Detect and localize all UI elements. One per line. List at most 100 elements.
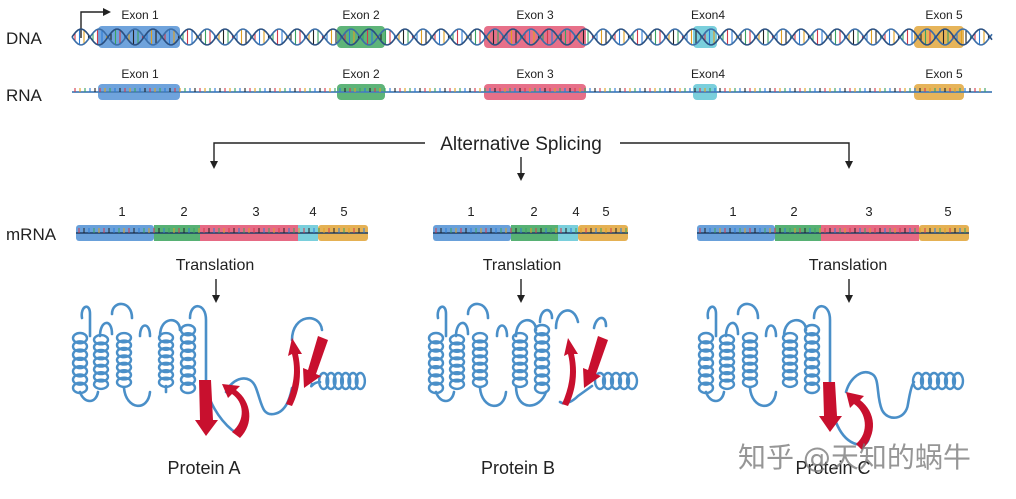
dna-exon-3-label: Exon 3 [516, 8, 554, 22]
alpha-helix-turn [427, 373, 445, 386]
protein-c-structure [697, 302, 965, 450]
alpha-helix-turn [427, 348, 445, 362]
alpha-helix-turn [617, 371, 631, 391]
alpha-helix-turn [71, 356, 89, 370]
alpha-helix-turn [741, 369, 759, 381]
rna-label: RNA [6, 86, 43, 105]
alpha-helix-turn [354, 371, 367, 391]
alpha-helix-turn [92, 333, 110, 346]
alpha-helix-turn [533, 365, 551, 378]
alpha-helix-turn [179, 332, 197, 345]
polypeptide-chain [434, 386, 508, 408]
alpha-helix-turn [448, 333, 466, 346]
alpha-helix-turn [427, 340, 445, 353]
alpha-helix-turn [92, 356, 110, 368]
mrna-c-bases [699, 228, 966, 233]
beta-strand-arrow [846, 392, 874, 450]
mrna-a-exon-4-label: 4 [309, 204, 316, 219]
transcription-start-arrowhead [103, 8, 111, 16]
dna-row: DNA Exon 1 Exon 2 Exon 3 Exon4 Exon 5 [6, 8, 993, 48]
alpha-helix-turn [697, 373, 715, 386]
alpha-helix-turn [803, 332, 821, 345]
mrna-a-exon-5-label: 5 [340, 204, 347, 219]
alpha-helix-turn [781, 339, 799, 351]
alpha-helix-turn [718, 363, 736, 376]
beta-strand-arrow [286, 338, 302, 406]
alpha-helix-turn [92, 363, 110, 376]
alpha-helix-turn [511, 369, 529, 381]
alpha-helix-turn [533, 323, 551, 337]
alpha-helix-turn [935, 371, 949, 391]
alpha-helix-turn [803, 340, 821, 353]
alpha-helix-turn [115, 331, 133, 344]
alpha-helix-turn [625, 371, 639, 391]
alpha-helix-turn [741, 346, 759, 359]
isoform-a-mrna: 1 2 3 4 5 [76, 204, 368, 241]
mrna-c-exon-1-label: 1 [729, 204, 736, 219]
translation-b-arrowhead [517, 295, 525, 303]
alpha-helix-turn [92, 371, 110, 383]
alpha-helix-turn [179, 356, 197, 370]
translation-a-arrowhead [212, 295, 220, 303]
alpha-helix-turn [803, 381, 821, 395]
alpha-helix-turn [533, 381, 551, 395]
alpha-helix-turn [471, 331, 489, 344]
mrna-c-exon-3-label: 3 [865, 204, 872, 219]
rna-exon-3-label: Exon 3 [516, 67, 554, 81]
alpha-helix-turn [781, 354, 799, 366]
alpha-helix-turn [115, 361, 133, 374]
alternative-splicing-label: Alternative Splicing [440, 134, 602, 155]
beta-strand-arrow [819, 382, 842, 432]
splicing-branch: Alternative Splicing [210, 134, 853, 181]
alpha-helix-turn [718, 348, 736, 361]
mrna-a-exon-1-label: 1 [118, 204, 125, 219]
alpha-helix-turn [533, 356, 551, 370]
alpha-helix-turn [951, 371, 965, 391]
polypeptide-chain [436, 302, 608, 407]
alpha-helix-turn [448, 378, 466, 391]
alpha-helix-turn [533, 340, 551, 353]
alpha-helix-turn [741, 361, 759, 374]
beta-strand-arrow [195, 380, 218, 436]
alpha-helix-turn [803, 356, 821, 370]
mrna-c-exon-2-label: 2 [790, 204, 797, 219]
alpha-helix-turn [511, 346, 529, 359]
alpha-helix-turn [471, 369, 489, 381]
mrna-b-exon-1-label: 1 [467, 204, 474, 219]
branch-line-left [213, 142, 425, 162]
alpha-helix-turn [325, 371, 337, 391]
alpha-helix-turn [427, 364, 445, 378]
translation-b-label: Translation [483, 257, 562, 274]
alpha-helix-turn [718, 356, 736, 368]
alpha-helix-turn [179, 340, 197, 353]
beta-strand-arrow [303, 336, 328, 388]
alpha-helix-turn [448, 348, 466, 361]
branch-arrowhead-right [845, 161, 853, 169]
alpha-helix-turn [115, 346, 133, 359]
alpha-helix-turn [317, 371, 330, 391]
polypeptide-chain [78, 384, 168, 408]
polypeptide-chain [704, 386, 778, 408]
dna-exon-1-box [98, 26, 180, 48]
alpha-helix-turn [71, 348, 89, 362]
alpha-helix-turn [781, 369, 799, 381]
alpha-helix-turn [609, 371, 623, 391]
alpha-helix-turn [71, 364, 89, 378]
alpha-helix-turn [533, 332, 551, 345]
alpha-helix-turn [911, 371, 925, 391]
alpha-helix-turn [511, 361, 529, 374]
alpha-helix-turn [533, 348, 551, 362]
alpha-helix-turn [71, 340, 89, 353]
alpha-helix-turn [511, 354, 529, 366]
alpha-helix-turn [511, 376, 529, 389]
alpha-helix-turn [448, 356, 466, 368]
alpha-helix-turn [471, 339, 489, 351]
alpha-helix-turn [427, 331, 445, 345]
protein-b-structure [427, 302, 639, 408]
alpha-helix-turn [718, 371, 736, 383]
watermark: 知乎 @天知的蜗牛 [738, 441, 971, 474]
alpha-helix-turn [179, 365, 197, 378]
alpha-helix-turn [448, 371, 466, 383]
dna-exon-1-label: Exon 1 [121, 8, 159, 22]
